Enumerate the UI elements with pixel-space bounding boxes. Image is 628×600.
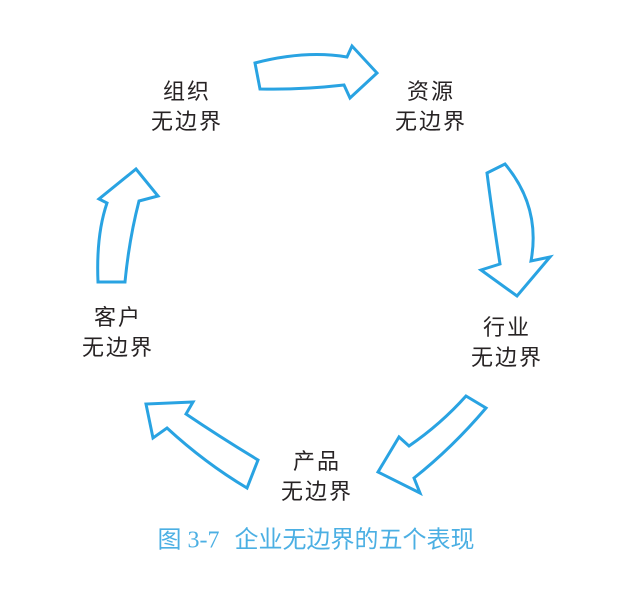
figure-caption: 图 3-7 企业无边界的五个表现 [158, 520, 475, 555]
node-customer-line1: 客户 [93, 305, 143, 330]
arrow-down-left-icon [375, 394, 489, 497]
node-product: 产品 无边界 [281, 447, 353, 507]
node-product-line2: 无边界 [280, 479, 354, 504]
node-product-line1: 产品 [292, 449, 342, 474]
node-organization: 组织 无边界 [151, 77, 223, 137]
node-industry-line2: 无边界 [470, 345, 544, 370]
node-industry: 行业 无边界 [471, 313, 543, 373]
arrow-down-icon [477, 162, 554, 299]
node-resources-line2: 无边界 [394, 109, 468, 134]
figure-caption-label: 图 3-7 [157, 527, 220, 554]
arrow-up-icon [96, 166, 161, 284]
node-customer-line2: 无边界 [81, 335, 155, 360]
node-customer: 客户 无边界 [82, 303, 154, 363]
node-resources-line1: 资源 [406, 79, 456, 104]
arrow-up-left-icon [144, 400, 260, 491]
node-resources: 资源 无边界 [395, 77, 467, 137]
node-industry-line1: 行业 [482, 315, 532, 340]
node-organization-line2: 无边界 [150, 109, 224, 134]
node-organization-line1: 组织 [162, 79, 212, 104]
figure-caption-title: 企业无边界的五个表现 [234, 527, 475, 554]
arrow-right-icon [253, 43, 380, 101]
